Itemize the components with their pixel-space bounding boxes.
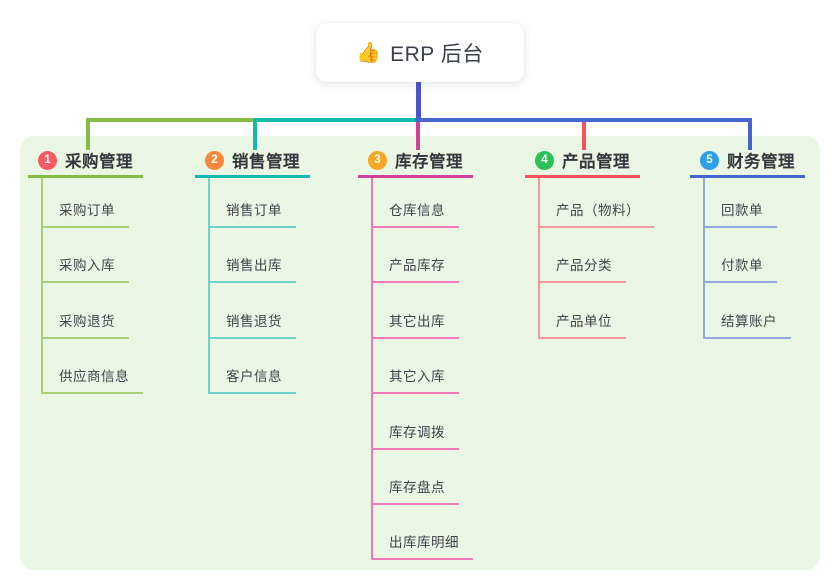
branch-underline <box>690 175 805 178</box>
branch-children: 销售订单销售出库销售退货客户信息 <box>208 178 296 395</box>
child-node-row: 回款单 <box>705 178 791 228</box>
branches-panel <box>20 136 820 570</box>
child-node[interactable]: 产品（物料） <box>540 199 654 228</box>
child-node[interactable]: 供应商信息 <box>43 365 143 395</box>
trunk-line <box>416 82 421 122</box>
branch-children: 采购订单采购入库采购退货供应商信息 <box>41 178 143 395</box>
branch-title: 产品管理 <box>562 153 630 171</box>
child-node-row: 结算账户 <box>705 283 791 339</box>
child-node-row: 采购入库 <box>43 228 143 284</box>
child-node[interactable]: 付款单 <box>705 254 777 284</box>
child-node[interactable]: 销售订单 <box>210 199 296 228</box>
branch-header-1[interactable]: 1 采购管理 <box>28 148 133 172</box>
branch-number-badge: 1 <box>38 150 57 170</box>
child-node[interactable]: 出库库明细 <box>373 531 473 561</box>
branch-underline <box>525 175 640 178</box>
bus-segment-3 <box>415 118 752 122</box>
branch-underline <box>28 175 143 178</box>
child-node-row: 销售退货 <box>210 283 296 339</box>
child-node[interactable]: 产品单位 <box>540 310 626 339</box>
bus-segment-2 <box>253 118 421 122</box>
bus-segment-1 <box>86 118 257 122</box>
child-node[interactable]: 其它出库 <box>373 310 459 339</box>
branch-header-4[interactable]: 4 产品管理 <box>525 148 630 172</box>
branch-drop-3 <box>416 122 420 150</box>
child-node[interactable]: 其它入库 <box>373 365 459 395</box>
branch-number-badge: 3 <box>368 150 387 170</box>
child-node[interactable]: 库存调拨 <box>373 421 459 450</box>
thumbs-up-icon: 👍 <box>356 41 382 64</box>
branch-drop-2 <box>253 118 257 150</box>
branch-number-badge: 4 <box>535 150 554 170</box>
child-node-row: 库存盘点 <box>373 450 473 505</box>
branch-number-badge: 5 <box>700 150 719 170</box>
child-node[interactable]: 销售出库 <box>210 254 296 284</box>
child-node-row: 采购退货 <box>43 283 143 339</box>
child-node[interactable]: 回款单 <box>705 199 777 228</box>
child-node-row: 销售订单 <box>210 178 296 228</box>
child-node-row: 仓库信息 <box>373 178 473 228</box>
branch-title: 财务管理 <box>727 153 795 171</box>
branch-header-3[interactable]: 3 库存管理 <box>358 148 463 172</box>
child-node[interactable]: 结算账户 <box>705 310 791 339</box>
child-node-row: 库存调拨 <box>373 394 473 450</box>
child-node[interactable]: 仓库信息 <box>373 199 459 228</box>
child-node-row: 产品单位 <box>540 283 654 339</box>
child-node-row: 付款单 <box>705 228 791 284</box>
child-node[interactable]: 产品库存 <box>373 254 459 284</box>
branch-children: 产品（物料） 产品分类产品单位 <box>538 178 654 339</box>
child-node-row: 供应商信息 <box>43 339 143 395</box>
branch-children: 仓库信息产品库存其它出库其它入库库存调拨库存盘点出库库明细 <box>371 178 473 561</box>
child-node[interactable]: 销售退货 <box>210 310 296 339</box>
child-node[interactable]: 库存盘点 <box>373 476 459 505</box>
child-node[interactable]: 采购订单 <box>43 199 129 228</box>
child-node-row: 采购订单 <box>43 178 143 228</box>
branch-header-5[interactable]: 5 财务管理 <box>690 148 795 172</box>
child-node[interactable]: 产品分类 <box>540 254 626 284</box>
branch-drop-1 <box>86 118 90 150</box>
child-node-row: 其它入库 <box>373 339 473 395</box>
branch-title: 销售管理 <box>232 153 300 171</box>
child-node-row: 产品分类 <box>540 228 654 284</box>
branch-title: 库存管理 <box>395 153 463 171</box>
branch-drop-5 <box>748 118 752 150</box>
child-node-row: 销售出库 <box>210 228 296 284</box>
branch-drop-4 <box>582 122 586 150</box>
root-label: ERP 后台 <box>390 42 484 66</box>
child-node-row: 其它出库 <box>373 283 473 339</box>
child-node[interactable]: 采购退货 <box>43 310 129 339</box>
child-node-row: 客户信息 <box>210 339 296 395</box>
branch-title: 采购管理 <box>65 153 133 171</box>
branch-header-2[interactable]: 2 销售管理 <box>195 148 300 172</box>
child-node-row: 产品（物料） <box>540 178 654 228</box>
branch-children: 回款单付款单结算账户 <box>703 178 791 339</box>
child-node-row: 产品库存 <box>373 228 473 284</box>
child-node[interactable]: 客户信息 <box>210 365 296 395</box>
child-node[interactable]: 采购入库 <box>43 254 129 284</box>
branch-underline <box>358 175 473 178</box>
child-node-row: 出库库明细 <box>373 505 473 561</box>
branch-number-badge: 2 <box>205 150 224 170</box>
branch-underline <box>195 175 310 178</box>
root-node[interactable]: 👍 ERP 后台 <box>316 23 524 82</box>
